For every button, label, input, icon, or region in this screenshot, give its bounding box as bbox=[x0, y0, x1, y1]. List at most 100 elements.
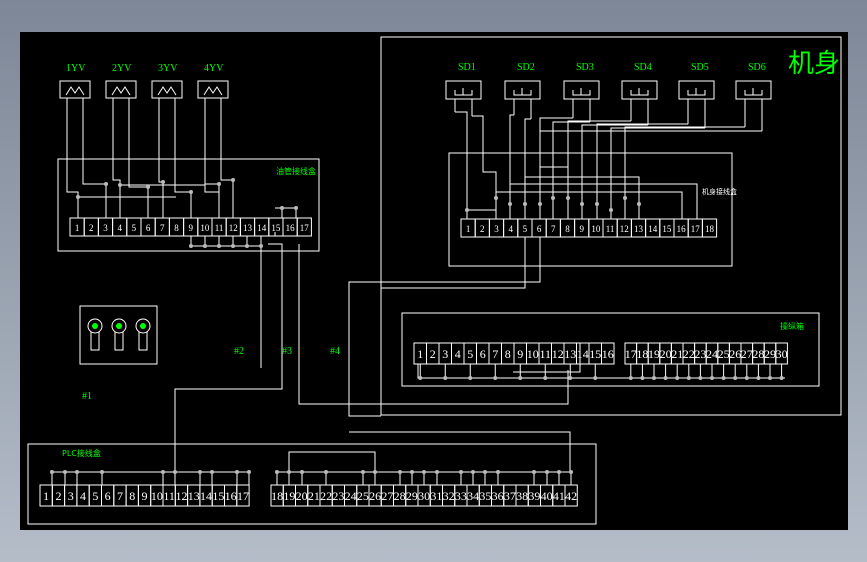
junction-dot bbox=[637, 202, 641, 206]
plc-box-terminal-number: 14 bbox=[200, 489, 212, 503]
plc-box-terminal-number: 3 bbox=[68, 489, 74, 503]
valve-box-frame bbox=[57, 158, 320, 252]
wire-label-3: #3 bbox=[282, 346, 292, 357]
plc-box-terminal-number: 36 bbox=[492, 489, 504, 503]
junction-dot bbox=[721, 376, 726, 380]
plc-box-terminal-number: 12 bbox=[175, 489, 187, 503]
plc-box-terminal-number: 27 bbox=[381, 489, 393, 503]
junction-dot bbox=[566, 196, 570, 200]
body-box-terminal-number: 17 bbox=[691, 224, 701, 234]
junction-dot bbox=[628, 376, 633, 380]
wire-label-4: #4 bbox=[330, 346, 340, 357]
wire bbox=[288, 451, 376, 472]
panel-box-terminal-number: 2 bbox=[430, 347, 436, 361]
body-box-terminal bbox=[701, 218, 718, 238]
body-box-frame bbox=[448, 152, 733, 267]
wire bbox=[158, 122, 164, 218]
plc-box-terminal-number: 19 bbox=[283, 489, 295, 503]
wire bbox=[581, 124, 648, 219]
plc-box-terminal-number: 35 bbox=[479, 489, 491, 503]
plc-box-terminal-number: 31 bbox=[430, 489, 442, 503]
junction-dot bbox=[779, 376, 784, 380]
panel-box-terminal-number: 7 bbox=[492, 347, 498, 361]
junction-dot bbox=[210, 470, 214, 474]
wire bbox=[82, 120, 107, 218]
wire-to-plc bbox=[349, 431, 571, 472]
wire-label-2: #2 bbox=[234, 346, 244, 357]
junction-dot bbox=[698, 376, 703, 380]
lamp-light-icon bbox=[140, 323, 146, 329]
wire bbox=[190, 236, 261, 247]
junction-dot bbox=[373, 470, 377, 474]
junction-dot bbox=[161, 180, 165, 184]
coil-symbol-icon bbox=[203, 86, 223, 96]
junction-dot bbox=[468, 376, 473, 380]
body-box-terminal-number: 9 bbox=[579, 224, 584, 234]
plc-box-terminal-number: 24 bbox=[345, 489, 357, 503]
plc-box-terminal-number: 13 bbox=[188, 489, 200, 503]
plc-box-terminal-number: 16 bbox=[225, 489, 237, 503]
solenoid-valve-coil-icon bbox=[105, 80, 137, 99]
machine-body-frame bbox=[380, 36, 842, 416]
solenoid-valve-coil-icon bbox=[197, 80, 229, 99]
valve-box-terminal-number: 5 bbox=[132, 223, 137, 233]
junction-dot bbox=[593, 376, 598, 380]
plc-box-terminal-number: 8 bbox=[129, 489, 135, 503]
panel-box-terminal-number: 1 bbox=[417, 347, 423, 361]
plc-box-terminal-number: 5 bbox=[92, 489, 98, 503]
wire bbox=[77, 192, 176, 198]
junction-dot bbox=[465, 208, 469, 212]
wire bbox=[510, 183, 698, 219]
plc-box-terminal-number: 38 bbox=[516, 489, 528, 503]
junction-dot bbox=[518, 376, 523, 380]
wire-label-1: #1 bbox=[82, 391, 92, 402]
valve-box-terminal-number: 16 bbox=[286, 223, 296, 233]
junction-dot bbox=[75, 470, 79, 474]
panel-box-terminal-number: 30 bbox=[776, 347, 788, 361]
push-button-icon bbox=[621, 80, 658, 100]
wire bbox=[624, 126, 745, 219]
junction-dot bbox=[217, 244, 221, 248]
coil-symbol-icon bbox=[65, 86, 85, 96]
wire-1 bbox=[174, 243, 283, 485]
junction-dot bbox=[300, 470, 304, 474]
button-label-sd1: SD1 bbox=[458, 62, 476, 73]
junction-dot bbox=[275, 470, 279, 474]
junction-dot bbox=[324, 470, 328, 474]
junction-dot bbox=[580, 202, 584, 206]
body-box-terminal-number: 15 bbox=[662, 224, 672, 234]
button-label-sd5: SD5 bbox=[691, 62, 709, 73]
junction-dot bbox=[247, 470, 251, 474]
junction-dot bbox=[494, 196, 498, 200]
contact-symbol-icon bbox=[687, 88, 706, 96]
wire bbox=[552, 121, 590, 219]
valve-label-3: 3YV bbox=[158, 63, 178, 74]
wire bbox=[274, 207, 297, 236]
valve-label-2: 2YV bbox=[112, 63, 132, 74]
junction-dot bbox=[189, 244, 193, 248]
valve-box-terminal-number: 11 bbox=[215, 223, 224, 233]
button-label-sd6: SD6 bbox=[748, 62, 766, 73]
panel-box-terminal-number: 6 bbox=[480, 347, 486, 361]
plc-box-terminal-number: 11 bbox=[163, 489, 175, 503]
indicator-lamp-icon bbox=[135, 318, 151, 334]
junction-dot bbox=[231, 178, 235, 182]
body-box-terminal-number: 2 bbox=[480, 224, 485, 234]
junction-dot bbox=[744, 376, 749, 380]
contact-symbol-icon bbox=[630, 88, 649, 96]
junction-dot bbox=[146, 185, 150, 189]
plc-box-terminal-number: 2 bbox=[55, 489, 61, 503]
push-button-icon bbox=[735, 80, 772, 100]
body-box-terminal-number: 3 bbox=[494, 224, 499, 234]
junction-dot bbox=[756, 376, 761, 380]
junction-dot bbox=[609, 208, 613, 212]
junction-dot bbox=[245, 244, 249, 248]
panel-box-terminal-number: 15 bbox=[589, 347, 601, 361]
panel-box-terminal-number: 11 bbox=[539, 347, 551, 361]
plc-box-terminal-number: 30 bbox=[418, 489, 430, 503]
body-box-terminal-number: 11 bbox=[606, 224, 615, 234]
junction-dot bbox=[543, 376, 548, 380]
plc-box-terminal-number: 37 bbox=[504, 489, 516, 503]
junction-dot bbox=[203, 244, 207, 248]
